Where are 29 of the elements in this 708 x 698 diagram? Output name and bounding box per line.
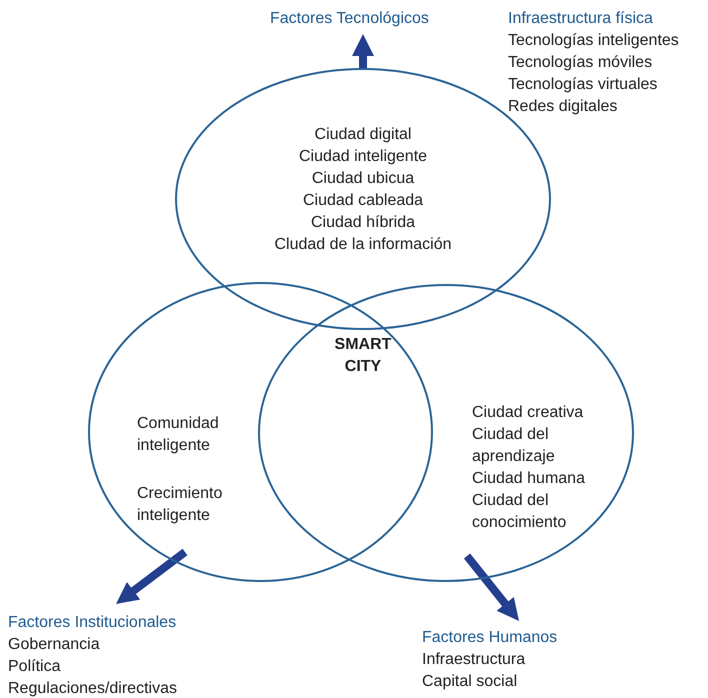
region-text: Ciudad digital: [314, 125, 412, 145]
region-text: Crecimiento inteligente: [137, 484, 224, 526]
list-item: Regulaciones/directivas: [8, 679, 177, 698]
list-item: Gobernancia: [8, 635, 100, 655]
list-item: Tecnologías virtuales: [508, 75, 658, 95]
region-text: Comunidad inteligente: [137, 414, 220, 456]
region-text: Ciudad creativa: [472, 403, 584, 423]
list-item: Infraestructura: [422, 650, 526, 670]
arrow: [116, 548, 188, 604]
region-text: Ciudad humana: [472, 469, 585, 489]
group-heading: Infraestructura física: [508, 9, 653, 29]
center-label: SMART CITY: [334, 335, 392, 377]
list-item: Redes digitales: [508, 97, 618, 117]
region-text: Cludad de la información: [274, 235, 452, 255]
region-text: Ciudad del aprendizaje: [472, 425, 556, 467]
factor-heading: Factores Institucionales: [8, 613, 176, 633]
arrow: [464, 554, 519, 621]
region-text: Ciudad del conocimiento: [472, 491, 568, 533]
region-text: Ciudad cableada: [302, 191, 424, 211]
region-text: Ciudad híbrida: [310, 213, 416, 233]
region-text: Ciudad inteligente: [298, 147, 428, 167]
region-text: Ciudad ubicua: [310, 169, 416, 189]
list-item: Capital social: [422, 672, 518, 692]
arrow: [352, 34, 374, 70]
factor-heading: Factores Humanos: [422, 628, 558, 648]
factor-heading: Factores Tecnológicos: [270, 9, 429, 29]
list-item: Política: [8, 657, 60, 677]
list-item: Tecnologías inteligentes: [508, 31, 679, 51]
list-item: Tecnologías móviles: [508, 53, 652, 73]
